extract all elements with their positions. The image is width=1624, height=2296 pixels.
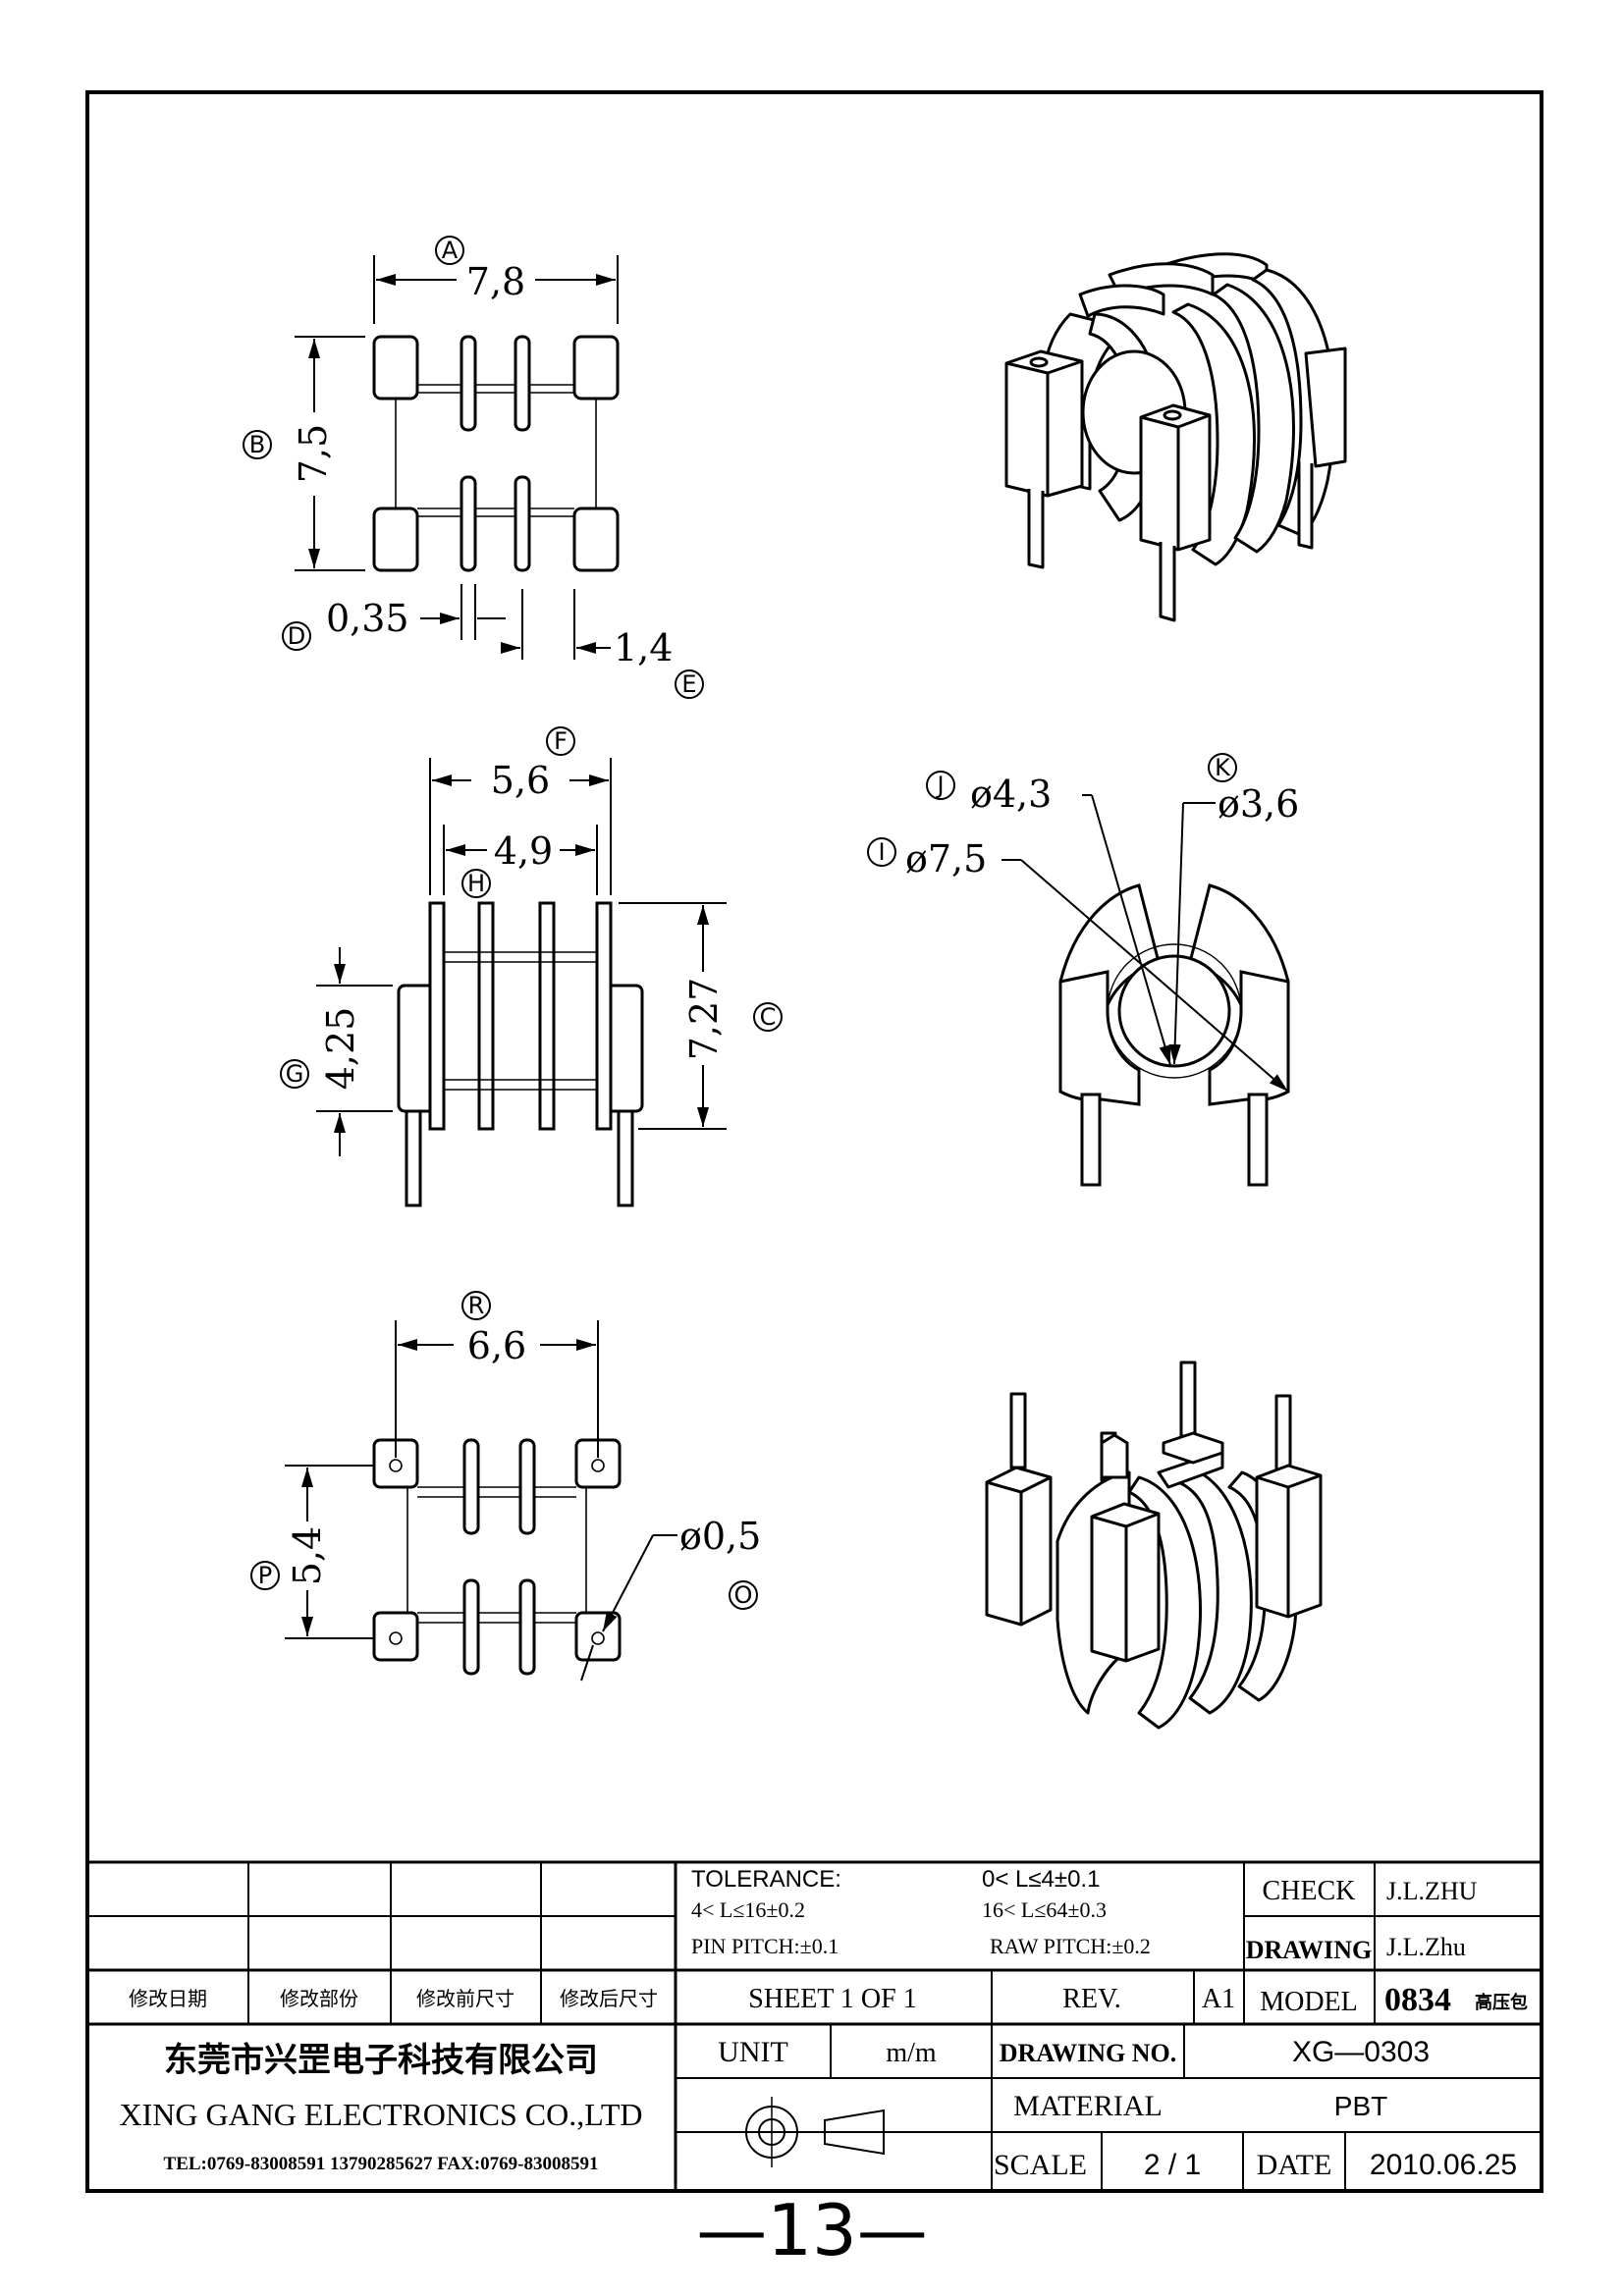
- balloon-c: C: [760, 1003, 777, 1031]
- balloon-d: D: [288, 622, 305, 650]
- scale-label: SCALE: [994, 2149, 1087, 2181]
- tolerance-2: 4< L≤16±0.2: [691, 1897, 805, 1922]
- balloon-r: R: [468, 1292, 485, 1319]
- balloon-h: H: [467, 870, 485, 897]
- balloon-a: A: [442, 237, 459, 264]
- top-width-label: 7,8: [466, 260, 525, 303]
- unit-label: UNIT: [718, 2036, 788, 2068]
- side-i-label: ø7,5: [905, 837, 987, 881]
- drawing-frame: [85, 90, 1543, 2193]
- drawing-value: J.L.Zhu: [1386, 1933, 1466, 1961]
- front-inner-label: 4,9: [494, 829, 553, 873]
- company-contact: TEL:0769-83008591 13790285627 FAX:0769-8…: [164, 2154, 599, 2174]
- hole-label: ø0,5: [679, 1515, 761, 1558]
- check-value: J.L.ZHU: [1386, 1877, 1478, 1905]
- drawing-no-value: XG—0303: [1292, 2036, 1430, 2068]
- isometric-view-top: [1004, 252, 1347, 622]
- bottom-view: 6,6 R 5,4 P ø0,5 O: [250, 1291, 761, 1682]
- title-block: [87, 1860, 1542, 2191]
- raw-pitch: RAW PITCH:±0.2: [990, 1934, 1151, 1958]
- balloon-e: E: [681, 670, 696, 698]
- material-value: PBT: [1334, 2091, 1387, 2121]
- rev-value: A1: [1202, 1984, 1235, 2014]
- balloon-g: G: [286, 1060, 304, 1088]
- balloon-k: K: [1215, 754, 1231, 781]
- unit-value: m/m: [886, 2038, 937, 2068]
- rev-header-after: 修改后尺寸: [560, 1988, 658, 2010]
- rev-header-part: 修改部份: [280, 1988, 358, 2010]
- company-name-cn: 东莞市兴罡电子科技有限公司: [164, 2041, 598, 2079]
- balloon-f: F: [554, 727, 568, 755]
- date-label: DATE: [1257, 2149, 1332, 2181]
- pin-thickness-label: 0,35: [326, 597, 409, 640]
- rev-header-date: 修改日期: [129, 1988, 207, 2010]
- drawing-no-label: DRAWING NO.: [1000, 2039, 1177, 2067]
- balloon-o: O: [734, 1581, 753, 1609]
- isometric-view-bottom: [985, 1361, 1323, 1730]
- sheet-count: SHEET 1 OF 1: [748, 1984, 916, 2014]
- title-block-text: TOLERANCE: 0< L≤4±0.1 4< L≤16±0.2 16< L≤…: [119, 1866, 1528, 2181]
- bottom-width-label: 6,6: [467, 1324, 526, 1367]
- model-value: 0834: [1384, 1982, 1451, 2018]
- side-k-label: ø3,6: [1218, 782, 1299, 826]
- rev-header-before: 修改前尺寸: [416, 1988, 514, 2010]
- drawing-label: DRAWING: [1246, 1936, 1373, 1964]
- front-view: 5,6 F 4,9 H 4,25 G 7,27 C: [280, 726, 783, 1207]
- tolerance-title: TOLERANCE:: [691, 1866, 841, 1893]
- front-body-label: 4,25: [319, 1007, 362, 1091]
- side-view: ø4,3 J ø3,6 K ø7,5 I: [867, 753, 1299, 1187]
- rev-label: REV.: [1062, 1984, 1120, 2014]
- pin-pitch: PIN PITCH:±0.1: [691, 1934, 839, 1958]
- balloon-b: B: [249, 431, 265, 458]
- balloon-p: P: [258, 1562, 272, 1589]
- tolerance-1: 0< L≤4±0.1: [982, 1866, 1100, 1893]
- material-label: MATERIAL: [1013, 2090, 1163, 2122]
- company-name-en: XING GANG ELECTRONICS CO.,LTD: [119, 2097, 642, 2132]
- front-outer-label: 5,6: [491, 759, 550, 802]
- model-suffix: 高压包: [1475, 1992, 1528, 2012]
- front-height-label: 7,27: [682, 978, 726, 1061]
- date-value: 2010.06.25: [1370, 2149, 1517, 2181]
- bottom-height-label: 5,4: [286, 1526, 329, 1585]
- top-view: 7,8 A 7,5 B 0,35 D 1,4 E: [243, 236, 704, 699]
- tolerance-3: 16< L≤64±0.3: [982, 1897, 1107, 1922]
- side-j-label: ø4,3: [970, 773, 1052, 816]
- scale-value: 2 / 1: [1144, 2149, 1201, 2181]
- balloon-i: I: [878, 838, 885, 866]
- check-label: CHECK: [1263, 1876, 1356, 1906]
- model-label: MODEL: [1260, 1987, 1358, 2017]
- balloon-j: J: [935, 772, 944, 799]
- top-height-label: 7,5: [292, 424, 335, 483]
- pitch-label: 1,4: [614, 626, 673, 669]
- page-number: —13—: [696, 2189, 928, 2271]
